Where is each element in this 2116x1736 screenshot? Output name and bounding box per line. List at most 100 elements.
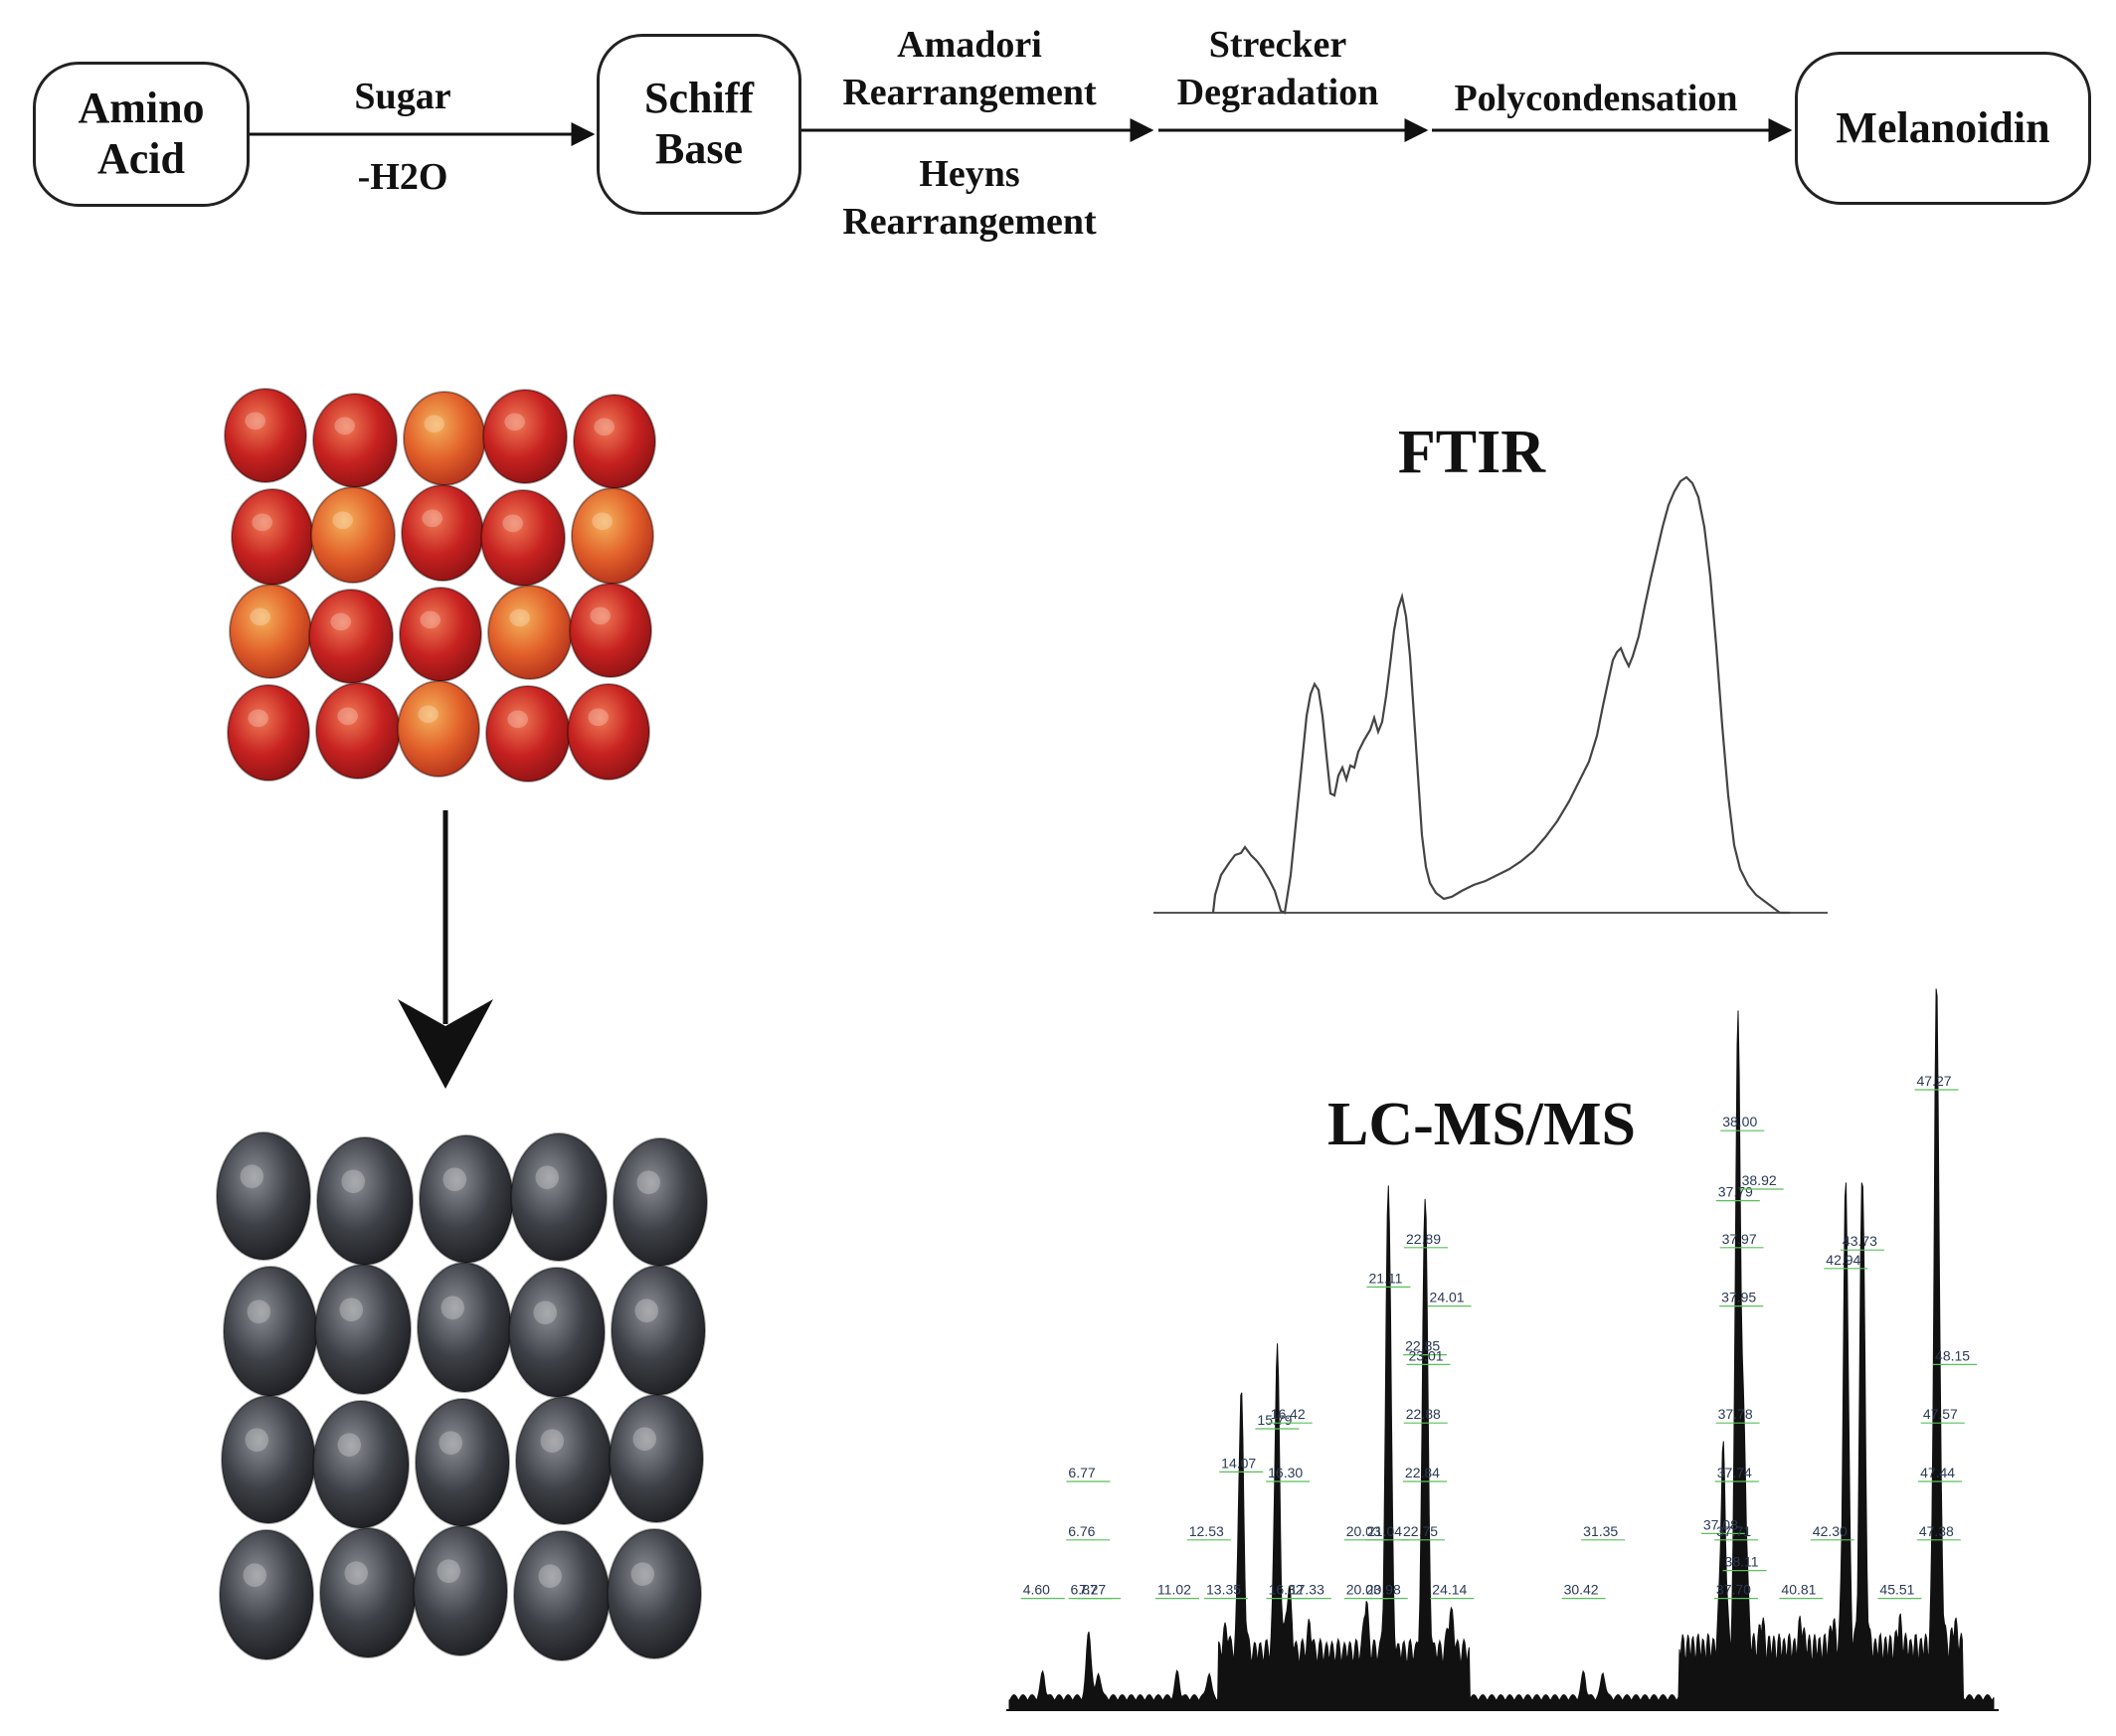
black-jujube-0-3 — [510, 1132, 608, 1262]
red-jujube-highlight — [422, 509, 442, 528]
lcms-peak-label: 45.51 — [1879, 1582, 1914, 1598]
lcms-peak-label: 20.03 — [1346, 1582, 1381, 1598]
black-jujube-1-4 — [611, 1265, 706, 1396]
black-jujube-3-0 — [219, 1529, 314, 1660]
lcms-peak-label: 20.03 — [1346, 1523, 1381, 1539]
lcms-peak-label: 22.84 — [1405, 1465, 1440, 1480]
red-jujube-1-2 — [401, 484, 484, 582]
lcms-peak-label: 16.30 — [1268, 1465, 1303, 1480]
red-jujube-1-1 — [310, 486, 396, 584]
black-jujube-3-4 — [607, 1528, 702, 1659]
red-jujube-highlight — [592, 512, 613, 531]
lcms-peak-label: 11.02 — [1157, 1582, 1191, 1598]
node-amino-line1: Amino — [78, 84, 205, 133]
black-jujube-highlight — [636, 1170, 660, 1195]
red-jujube-highlight — [502, 514, 523, 533]
lcms-peak-label: 24.14 — [1432, 1582, 1467, 1598]
node-schiff-base: Schiff Base — [597, 34, 801, 215]
red-jujube-highlight — [590, 607, 611, 625]
edge-poly-label: Polycondensation — [1454, 78, 1738, 119]
black-jujube-highlight — [533, 1301, 557, 1325]
black-jujube-0-0 — [216, 1131, 311, 1261]
lcms-peak-label: 20.98 — [1366, 1582, 1401, 1598]
lcms-peak-label: 47.44 — [1920, 1465, 1955, 1480]
lcms-peak-label: 22.88 — [1406, 1406, 1441, 1422]
lcms-peak-label: 37.95 — [1721, 1290, 1756, 1305]
lcms-peak-label: 14.07 — [1221, 1455, 1256, 1471]
black-jujube-highlight — [540, 1429, 564, 1454]
edge-sugar-label: Sugar — [354, 76, 451, 117]
black-jujube-highlight — [634, 1299, 658, 1323]
black-jujube-highlight — [341, 1169, 365, 1194]
red-jujube-highlight — [507, 710, 528, 729]
red-jujube-highlight — [424, 415, 444, 434]
red-jujube-0-3 — [482, 389, 568, 484]
node-schiff-line2: Base — [655, 124, 743, 173]
red-jujube-highlight — [588, 708, 609, 727]
black-jujube-highlight — [344, 1561, 368, 1586]
edge-heyns-label: Heyns Rearrangement — [810, 151, 1129, 246]
lcms-peak-label: 47.57 — [1923, 1406, 1958, 1422]
black-jujube-3-3 — [513, 1530, 611, 1661]
red-jujube-0-4 — [573, 394, 656, 489]
lcms-peak-label: 37.08 — [1703, 1516, 1738, 1532]
black-jujube-highlight — [243, 1563, 266, 1588]
red-jujube-highlight — [334, 417, 355, 435]
red-jujube-highlight — [252, 513, 272, 532]
black-jujube-highlight — [630, 1562, 654, 1587]
black-jujube-highlight — [538, 1564, 562, 1589]
red-jujube-1-3 — [480, 489, 566, 587]
lcms-peak-label: 37.79 — [1718, 1184, 1753, 1200]
red-jujube-0-1 — [312, 393, 398, 488]
black-jujube-highlight — [632, 1427, 656, 1452]
lcms-peak-label: 37.70 — [1716, 1582, 1751, 1598]
red-jujube-1-0 — [231, 488, 314, 586]
red-jujube-3-3 — [485, 685, 571, 782]
black-jujube-highlight — [439, 1431, 462, 1456]
red-jujube-highlight — [337, 707, 358, 726]
lcms-peak-label: 16.32 — [1269, 1582, 1304, 1598]
lcms-peak-label: 31.35 — [1583, 1523, 1618, 1539]
lcms-peak-label: 16.42 — [1271, 1406, 1306, 1422]
red-jujube-3-0 — [227, 684, 310, 781]
black-jujube-2-1 — [312, 1400, 410, 1529]
red-jujube-highlight — [248, 709, 268, 728]
red-jujube-highlight — [418, 705, 439, 724]
red-jujube-highlight — [594, 418, 615, 436]
red-jujube-0-0 — [224, 388, 307, 483]
fresh-jujube-photo — [224, 388, 656, 782]
black-jujube-highlight — [535, 1165, 559, 1190]
lcms-peak-label: 37.71 — [1716, 1523, 1751, 1539]
red-jujube-highlight — [330, 612, 351, 631]
amadori-line1: Amadori — [897, 24, 1042, 66]
lcms-peak-label: 22.75 — [1403, 1523, 1438, 1539]
black-jujube-highlight — [441, 1296, 464, 1320]
black-jujube-2-2 — [415, 1398, 510, 1527]
black-jujube-2-3 — [515, 1396, 613, 1525]
red-jujube-2-2 — [399, 587, 482, 682]
edge-amadori-label: Amadori Rearrangement — [815, 22, 1124, 116]
black-jujube-highlight — [337, 1433, 361, 1458]
red-jujube-3-1 — [315, 682, 401, 780]
black-jujube-1-2 — [417, 1262, 512, 1393]
black-jujube-2-0 — [221, 1395, 316, 1524]
lcms-peak-label: 42.94 — [1826, 1252, 1860, 1268]
lcms-title: LC-MS/MS — [1327, 1091, 1636, 1158]
edge-h2o-label: -H2O — [357, 156, 448, 198]
lcms-trace — [1008, 988, 1995, 1711]
node-melanoidin-label: Melanoidin — [1836, 102, 2050, 152]
black-jujube-3-2 — [413, 1525, 508, 1656]
heyns-line2: Rearrangement — [842, 200, 1097, 243]
lcms-peak-label: 47.27 — [1916, 1073, 1951, 1089]
red-jujube-2-4 — [569, 583, 652, 678]
arrow-processing-down — [398, 810, 493, 1089]
lcms-peak-label: 6.76 — [1068, 1523, 1095, 1539]
node-amino-line2: Acid — [97, 134, 185, 183]
black-jujube-highlight — [339, 1298, 363, 1322]
black-jujube-1-3 — [508, 1267, 606, 1398]
strecker-line1: Strecker — [1208, 24, 1347, 66]
ftir-title: FTIR — [1397, 419, 1546, 486]
lcms-peak-label: 40.81 — [1781, 1582, 1816, 1598]
